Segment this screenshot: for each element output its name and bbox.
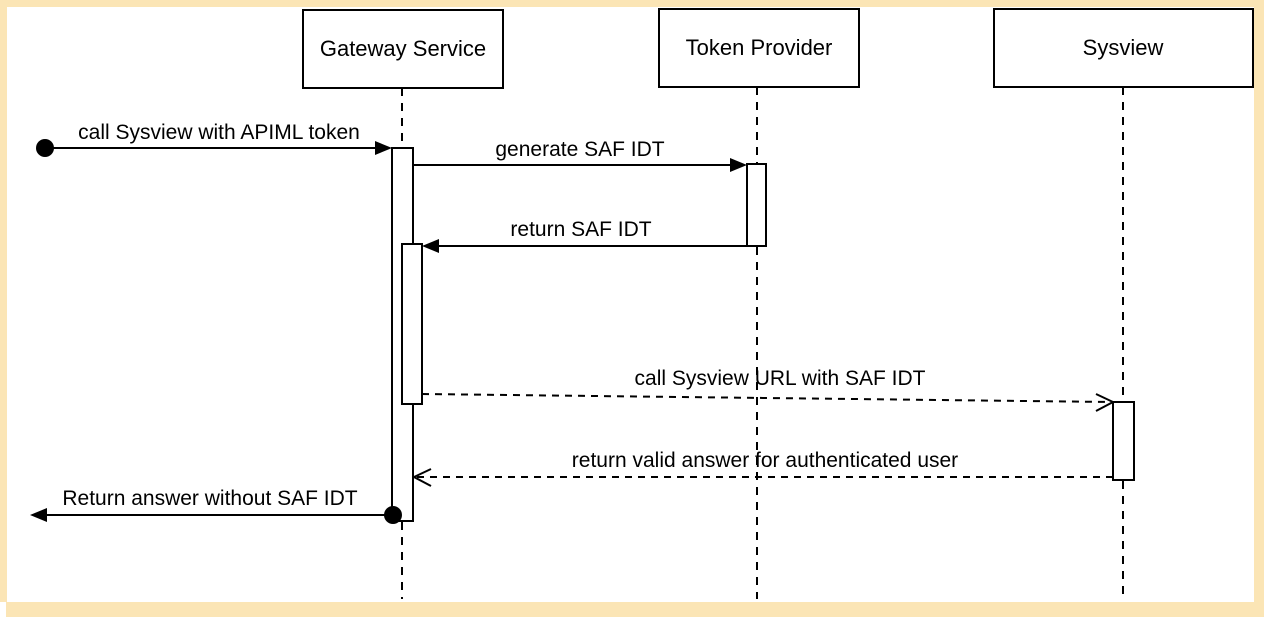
- participant-box: [302, 9, 504, 89]
- frame-left-band: [0, 0, 7, 602]
- participant-gateway-service: Gateway Service: [302, 9, 504, 89]
- lifelines: [401, 87, 1124, 599]
- open-arrowhead: [411, 468, 432, 487]
- frame-top-band: [0, 0, 1257, 7]
- activation-bars: [391, 147, 1135, 522]
- message-label: return SAF IDT: [510, 218, 651, 241]
- message-call-sysview-url-with-saf-idt: call Sysview URL with SAF IDT: [421, 367, 1116, 412]
- activation-bar-token-provider: [746, 163, 767, 247]
- message-call-sysview-with-apiml-token: call Sysview with APIML token: [36, 121, 392, 157]
- message-generate-saf-idt: generate SAF IDT: [413, 138, 747, 172]
- filled-arrowhead: [375, 141, 392, 155]
- filled-arrowhead: [30, 508, 47, 522]
- participant-label: Sysview: [1083, 35, 1164, 60]
- participants: Gateway Service Token Provider Sysview: [302, 8, 1254, 89]
- open-arrowhead: [1095, 393, 1116, 412]
- message-label: Return answer without SAF IDT: [62, 487, 357, 510]
- frame-bottom-band: [6, 602, 1264, 617]
- message-line: [421, 393, 1112, 403]
- participant-sysview: Sysview: [993, 8, 1254, 88]
- filled-circle-start: [384, 506, 402, 524]
- message-label: generate SAF IDT: [495, 138, 664, 161]
- participant-label: Token Provider: [686, 35, 833, 60]
- activation-bar-sysview: [1112, 401, 1135, 481]
- participant-label: Gateway Service: [320, 36, 486, 61]
- frame-right-band: [1254, 0, 1264, 617]
- participant-box: [993, 8, 1254, 88]
- participant-box: [658, 8, 860, 88]
- message-return-answer-without-saf-idt: Return answer without SAF IDT: [30, 487, 402, 524]
- participant-token-provider: Token Provider: [658, 8, 860, 88]
- activation-bar-gateway-nested: [401, 243, 423, 405]
- message-return-valid-answer: return valid answer for authenticated us…: [411, 449, 1113, 487]
- message-label: return valid answer for authenticated us…: [572, 449, 958, 472]
- message-label: call Sysview with APIML token: [78, 121, 360, 144]
- message-return-saf-idt: return SAF IDT: [422, 218, 747, 253]
- filled-arrowhead: [730, 158, 747, 172]
- message-label: call Sysview URL with SAF IDT: [635, 367, 926, 390]
- filled-arrowhead: [422, 239, 439, 253]
